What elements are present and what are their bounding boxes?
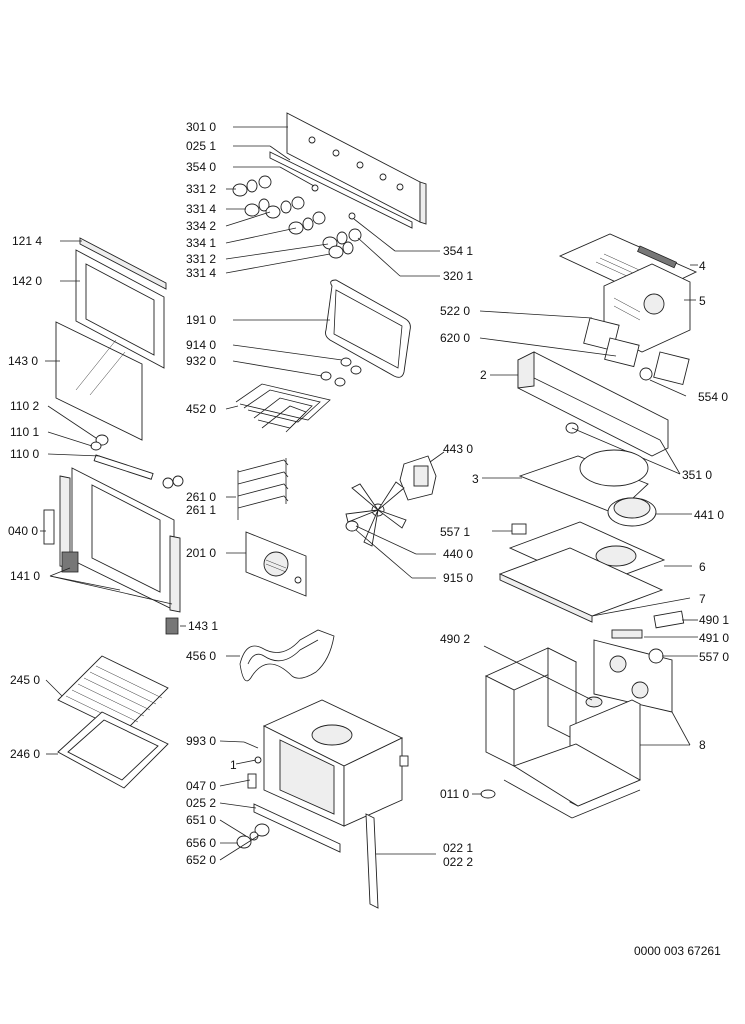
label-022-1: 022 1 — [443, 841, 474, 855]
label-201-0: 201 0 — [186, 546, 217, 560]
label-6: 6 — [699, 560, 706, 574]
label-441-0: 441 0 — [694, 508, 725, 522]
fan-cover-201 — [226, 531, 307, 597]
label-334-2: 334 2 — [186, 219, 217, 233]
label-4: 4 — [699, 259, 706, 273]
control-board-5 — [603, 263, 696, 353]
label-522-0: 522 0 — [440, 304, 471, 318]
label-354-1: 354 1 — [443, 244, 474, 258]
label-456-0: 456 0 — [186, 649, 217, 663]
panel-strip-025 — [269, 151, 413, 229]
glass-143 — [55, 321, 143, 441]
label-620-0: 620 0 — [440, 331, 471, 345]
label-490-2: 490 2 — [440, 632, 471, 646]
label-1: 1 — [230, 758, 237, 772]
label-331-4-b: 331 4 — [186, 266, 217, 280]
label-351-0: 351 0 — [682, 468, 713, 482]
label-557-0: 557 0 — [699, 650, 730, 664]
label-246-0: 246 0 — [10, 747, 41, 761]
label-110-0: 110 0 — [10, 447, 40, 461]
label-143-1: 143 1 — [188, 619, 219, 633]
outer-casing-8 — [472, 645, 691, 819]
label-040-0: 040 0 — [8, 524, 39, 538]
label-110-2: 110 2 — [10, 399, 40, 413]
cooling-fan-441 — [607, 497, 692, 527]
label-8: 8 — [699, 738, 706, 752]
cavity-small-parts — [219, 740, 436, 909]
label-301-0: 301 0 — [186, 120, 217, 134]
fan-blade-440 — [345, 481, 436, 579]
label-354-0: 354 0 — [186, 160, 217, 174]
leader-lines-left — [40, 240, 186, 627]
label-7: 7 — [699, 592, 706, 606]
label-491-0: 491 0 — [699, 631, 730, 645]
rack-runners-261 — [226, 458, 289, 520]
baking-tray-246 — [46, 711, 169, 789]
label-191-0: 191 0 — [186, 313, 217, 327]
drawing-code: 0000 003 67261 — [634, 944, 721, 958]
label-3: 3 — [472, 472, 479, 486]
front-frame-2 — [490, 351, 681, 475]
label-143-0: 143 0 — [8, 354, 39, 368]
label-443-0: 443 0 — [443, 442, 474, 456]
label-025-2: 025 2 — [186, 796, 217, 810]
label-142-0: 142 0 — [12, 274, 43, 288]
label-261-0: 261 0 — [186, 490, 217, 504]
label-245-0: 245 0 — [10, 673, 41, 687]
label-141-0: 141 0 — [10, 569, 41, 583]
label-652-0: 652 0 — [186, 853, 217, 867]
label-331-2-b: 331 2 — [186, 252, 217, 266]
oven-cavity — [253, 699, 409, 853]
label-914-0: 914 0 — [186, 338, 217, 352]
label-261-1: 261 1 — [186, 503, 217, 517]
inner-glass-142 — [75, 249, 165, 369]
label-331-2-a: 331 2 — [186, 182, 217, 196]
label-440-0: 440 0 — [443, 547, 474, 561]
door-trim-121 — [79, 237, 167, 290]
deflector-3 — [482, 449, 649, 515]
label-656-0: 656 0 — [186, 836, 217, 850]
label-331-4-a: 331 4 — [186, 202, 217, 216]
outer-door-141 — [43, 467, 181, 613]
timer-522-switch-620 — [479, 310, 690, 397]
thermostat-557-1 — [492, 523, 527, 535]
label-993-0: 993 0 — [186, 734, 217, 748]
label-047-0: 047 0 — [186, 779, 217, 793]
knobs — [232, 175, 362, 259]
label-334-1: 334 1 — [186, 236, 217, 250]
label-5: 5 — [699, 294, 706, 308]
label-915-0: 915 0 — [443, 571, 474, 585]
leader-lines-top — [225, 126, 440, 277]
label-557-1: 557 1 — [440, 525, 471, 539]
grill-element-452 — [225, 344, 362, 433]
label-2: 2 — [480, 368, 487, 382]
label-932-0: 932 0 — [186, 354, 217, 368]
label-022-2: 022 2 — [443, 855, 474, 869]
label-320-1: 320 1 — [443, 269, 474, 283]
oven-seal-191 — [233, 279, 411, 378]
control-panel-301 — [286, 112, 427, 225]
handle-143-1 — [165, 617, 179, 635]
hinge-parts-110 — [90, 434, 184, 489]
label-452-0: 452 0 — [186, 402, 217, 416]
label-025-1: 025 1 — [186, 139, 217, 153]
label-110-1: 110 1 — [10, 425, 40, 439]
label-490-1: 490 1 — [699, 613, 730, 627]
lower-element-456 — [226, 629, 335, 682]
label-121-4: 121 4 — [12, 234, 43, 248]
label-011-0: 011 0 — [440, 787, 470, 801]
top-panel-6-7 — [498, 521, 692, 623]
label-651-0: 651 0 — [186, 813, 217, 827]
rear-parts-490-491-557 — [593, 610, 698, 713]
label-554-0: 554 0 — [698, 390, 729, 404]
